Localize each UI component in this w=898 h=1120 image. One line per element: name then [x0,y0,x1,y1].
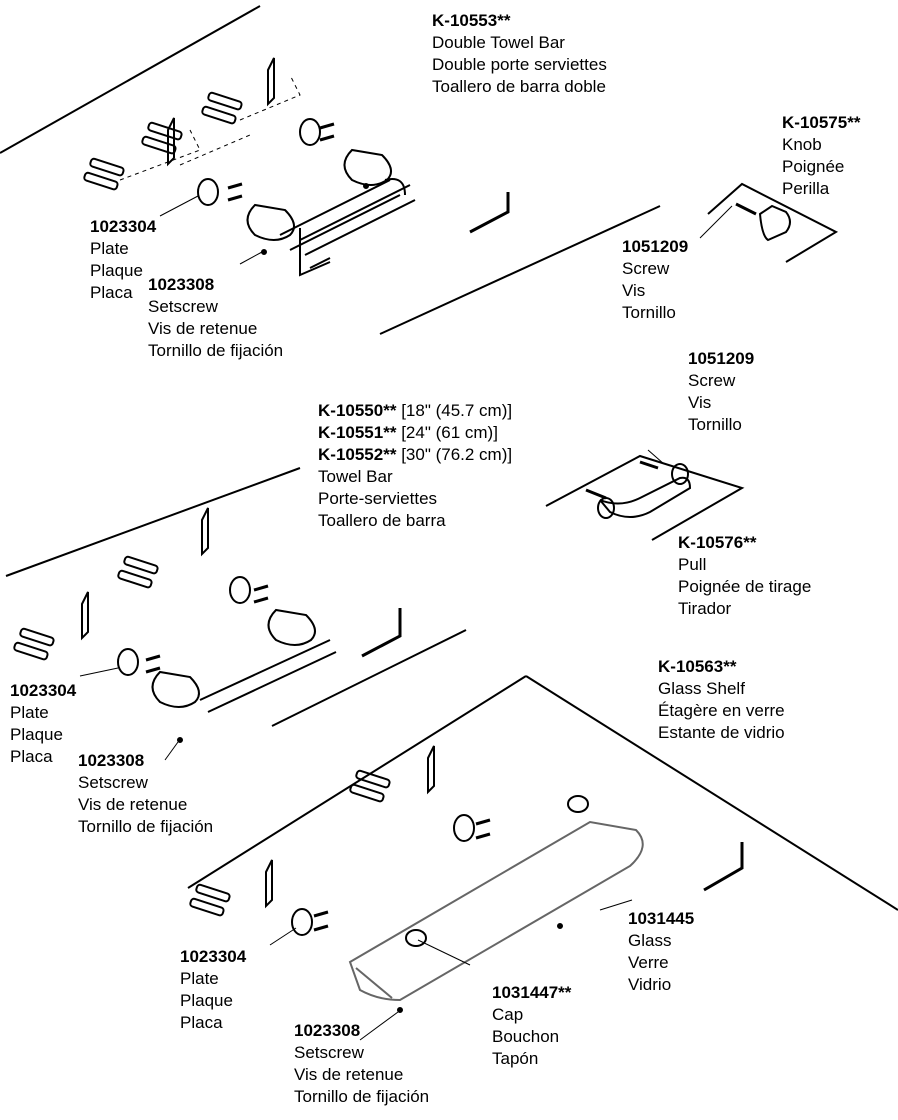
name-es: Tornillo de fijación [294,1087,430,1106]
model-number: K-10553** [432,11,511,30]
part-number: 1023304 [90,217,157,236]
name-en: Setscrew [294,1043,364,1062]
cap-icon [405,929,427,947]
size-row: K-10551** [24" (61 cm)] [318,423,498,442]
name-es: Vidrio [628,975,672,994]
name-en: Screw [688,371,736,390]
name-en: Plate [90,239,129,258]
setscrew-label: 1023308 Setscrew Vis de retenue Tornillo… [294,1020,429,1108]
name-en: Knob [782,135,822,154]
name-es: Placa [10,747,53,766]
glass-shelf-illustration [189,745,644,1013]
part-number: 1031447** [492,983,572,1002]
towel-bar-wall-panel [5,467,467,727]
cap-label: 1031447** Cap Bouchon Tapón [492,982,571,1070]
name-en: Screw [622,259,670,278]
name-es: Tornillo de fijación [78,817,214,836]
name-fr: Poignée [782,157,845,176]
part-number: 1051209 [622,237,689,256]
name-en: Cap [492,1005,524,1024]
part-number: 1023308 [294,1021,361,1040]
mounting-bracket-icon [167,57,275,167]
wall-anchor-icon [83,91,243,191]
name-fr: Bouchon [492,1027,560,1046]
screw-icon [735,202,757,216]
name-fr: Vis [622,281,646,300]
towel-bar-label: K-10550** [18" (45.7 cm)] K-10551** [24"… [318,400,512,532]
pull-icon [599,476,692,518]
model-number: K-10575** [782,113,861,132]
pull-label: K-10576** Pull Poignée de tirage Tirador [678,532,811,620]
part-number: 1023308 [78,751,145,770]
name-fr: Double porte serviettes [432,55,607,74]
name-es: Placa [90,283,133,302]
name-fr: Verre [628,953,669,972]
name-fr: Porte-serviettes [318,489,438,508]
name-en: Plate [180,969,219,988]
knob-panel [707,182,839,263]
name-en: Glass [628,931,672,950]
model-number: K-10576** [678,533,757,552]
double-towel-bar-label: K-10553** Double Towel Bar Double porte … [432,10,607,98]
name-fr: Vis de retenue [148,319,258,338]
part-number: 1023304 [180,947,247,966]
double-towel-bar-wall-panel [0,5,661,335]
name-fr: Vis de retenue [294,1065,404,1084]
leader-lines [79,195,733,1041]
name-en: Plate [10,703,49,722]
setscrew-label: 1023308 Setscrew Vis de retenue Tornillo… [78,750,213,838]
glass-icon [348,820,644,1002]
name-es: Tornillo [622,303,676,322]
towel-bar-illustration [13,507,337,743]
name-es: Tornillo [688,415,742,434]
glass-label: 1031445 Glass Verre Vidrio [628,908,694,996]
name-en: Setscrew [148,297,218,316]
name-es: Placa [180,1013,223,1032]
name-es: Toallero de barra doble [432,77,606,96]
name-fr: Plaque [180,991,233,1010]
name-es: Estante de vidrio [658,723,785,742]
plate-label: 1023304 Plate Plaque Placa [180,946,246,1034]
plate-icon [197,178,219,206]
screw-label-knob: 1051209 Screw Vis Tornillo [622,236,688,324]
name-es: Perilla [782,179,830,198]
part-number: 1023308 [148,275,215,294]
model-number: K-10563** [658,657,737,676]
name-en: Setscrew [78,773,148,792]
part-number: 1031445 [628,909,695,928]
post-icon [246,203,295,241]
name-en: Towel Bar [318,467,393,486]
part-number: 1051209 [688,349,755,368]
plate-label: 1023304 Plate Plaque Placa [10,680,76,768]
part-number: 1023304 [10,681,77,700]
knob-label: K-10575** Knob Poignée Perilla [782,112,860,200]
glass-shelf-label: K-10563** Glass Shelf Étagère en verre E… [658,656,785,744]
name-fr: Plaque [90,261,143,280]
name-en: Pull [678,555,707,574]
pull-panel [545,454,745,541]
plate-label: 1023304 Plate Plaque Placa [90,216,156,304]
name-es: Tirador [678,599,732,618]
name-es: Tornillo de fijación [148,341,284,360]
name-en: Double Towel Bar [432,33,565,52]
name-es: Toallero de barra [318,511,446,530]
name-fr: Étagère en verre [658,701,785,720]
size-row: K-10552** [30" (76.2 cm)] [318,445,513,464]
name-fr: Vis [688,393,712,412]
name-fr: Plaque [10,725,63,744]
towel-bar-icon [279,179,401,251]
double-towel-bar-illustration [83,57,416,277]
name-fr: Vis de retenue [78,795,188,814]
knob-icon [758,204,791,242]
setscrew-label: 1023308 Setscrew Vis de retenue Tornillo… [148,274,283,362]
size-row: K-10550** [18" (45.7 cm)] [318,401,513,420]
name-fr: Poignée de tirage [678,577,812,596]
screw-label-pull: 1051209 Screw Vis Tornillo [688,348,754,436]
glass-shelf-wall-panel [187,675,898,911]
name-en: Glass Shelf [658,679,745,698]
name-es: Tapón [492,1049,539,1068]
